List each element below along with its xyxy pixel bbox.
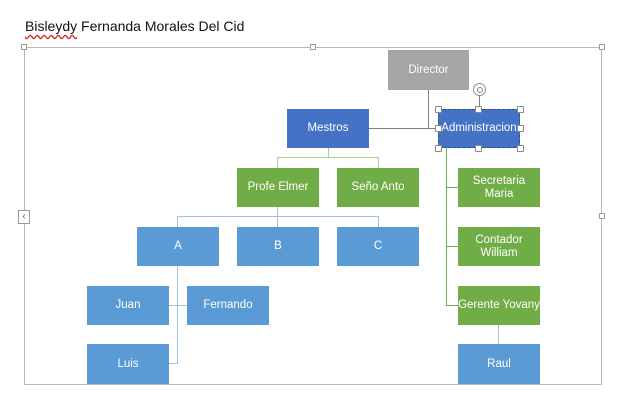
rotate-handle-stem bbox=[479, 96, 480, 108]
connector-a-juan bbox=[168, 305, 178, 306]
connector-maestros-hbar bbox=[277, 157, 379, 158]
connector-to-b bbox=[277, 216, 278, 227]
connector-to-elmer bbox=[277, 157, 278, 168]
frame-handle-top-right[interactable] bbox=[599, 44, 605, 50]
connector-a-fernando bbox=[177, 305, 187, 306]
node-b[interactable]: B bbox=[237, 227, 319, 266]
node-maestros[interactable]: Mestros bbox=[287, 109, 369, 148]
node-seno-anto[interactable]: Seño Anto bbox=[337, 168, 419, 207]
connector-to-gerente bbox=[446, 305, 458, 306]
frame-handle-top-left[interactable] bbox=[21, 44, 27, 50]
expand-text-pane-icon[interactable]: ‹ bbox=[18, 210, 30, 224]
node-juan[interactable]: Juan bbox=[87, 286, 169, 325]
node-contador-william[interactable]: Contador William bbox=[458, 227, 540, 266]
node-raul[interactable]: Raul bbox=[458, 344, 540, 384]
frame-handle-mid-right[interactable] bbox=[599, 213, 605, 219]
selection-handle-br[interactable] bbox=[517, 145, 524, 152]
connector-to-secretaria bbox=[446, 187, 458, 188]
connector-a-down bbox=[177, 266, 178, 364]
node-luis[interactable]: Luis bbox=[87, 344, 169, 384]
selection-handle-tc[interactable] bbox=[475, 106, 482, 113]
node-a[interactable]: A bbox=[137, 227, 219, 266]
selection-handle-ml[interactable] bbox=[435, 125, 442, 132]
selection-handle-mr[interactable] bbox=[517, 125, 524, 132]
node-profe-elmer[interactable]: Profe Elmer bbox=[237, 168, 319, 207]
connector-to-contador bbox=[446, 246, 458, 247]
connector-a-luis bbox=[168, 363, 178, 364]
node-administracion[interactable]: Administracion bbox=[438, 109, 520, 148]
node-gerente-yovany[interactable]: Gerente Yovany bbox=[458, 286, 540, 325]
node-director[interactable]: Director bbox=[388, 50, 469, 90]
connector-to-c bbox=[378, 216, 379, 227]
frame-handle-top-center[interactable] bbox=[310, 44, 316, 50]
selection-handle-bc[interactable] bbox=[475, 145, 482, 152]
connector-elmer-down bbox=[277, 207, 278, 217]
misspelled-word[interactable]: Bisleydy bbox=[25, 18, 78, 34]
connector-admin-down bbox=[446, 148, 447, 306]
connector-director-down bbox=[428, 90, 429, 129]
connector-elmer-hbar bbox=[177, 216, 379, 217]
document-title: Bisleydy Fernanda Morales Del Cid bbox=[25, 18, 244, 34]
connector-maestros-down bbox=[328, 148, 329, 157]
selection-handle-tr[interactable] bbox=[517, 106, 524, 113]
connector-to-anto bbox=[378, 157, 379, 168]
connector-to-a bbox=[177, 216, 178, 227]
selection-handle-bl[interactable] bbox=[435, 145, 442, 152]
node-fernando[interactable]: Fernando bbox=[187, 286, 269, 325]
title-rest: Fernanda Morales Del Cid bbox=[77, 18, 245, 34]
node-secretaria-maria[interactable]: Secretaria Maria bbox=[458, 168, 540, 207]
selection-handle-tl[interactable] bbox=[435, 106, 442, 113]
rotate-handle-icon[interactable] bbox=[473, 83, 486, 96]
connector-maestros-admin bbox=[369, 128, 438, 129]
node-c[interactable]: C bbox=[337, 227, 419, 266]
connector-gerente-raul bbox=[498, 325, 499, 344]
